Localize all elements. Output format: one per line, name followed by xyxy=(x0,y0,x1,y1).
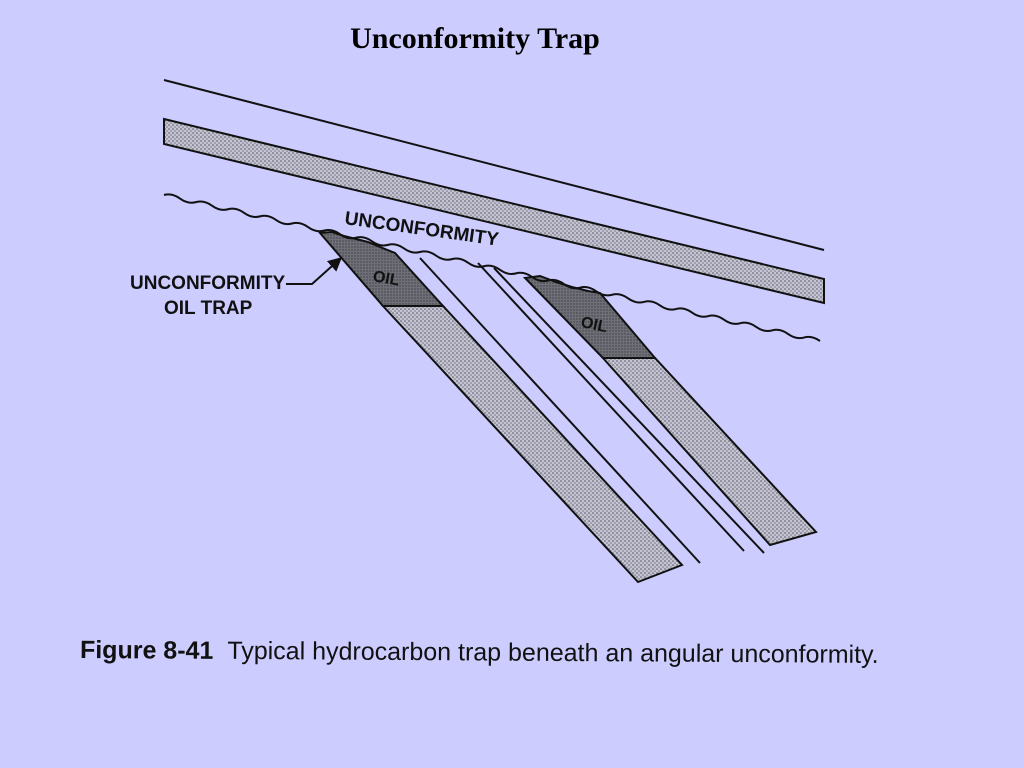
upper-bed-line xyxy=(163,79,825,251)
unconformity-surface xyxy=(163,193,821,342)
oil-label-left: OIL xyxy=(372,268,401,289)
trap-label-line1: UNCONFORMITY xyxy=(130,273,285,294)
bed-line-1 xyxy=(419,257,701,564)
trap-arrow xyxy=(286,257,343,285)
bed-line-2 xyxy=(477,262,745,552)
figure-number: Figure 8-41 xyxy=(79,636,214,665)
right-oil-accumulation xyxy=(522,274,658,359)
bed-line-3 xyxy=(493,267,765,554)
caption-text: Typical hydrocarbon trap beneath an angu… xyxy=(227,636,879,669)
slide-title: Unconformity Trap xyxy=(350,22,600,55)
figure-caption: Figure 8-41 Typical hydrocarbon trap bene… xyxy=(80,636,879,670)
oil-label-right: OIL xyxy=(579,314,609,336)
trap-label-line2: OIL TRAP xyxy=(164,298,253,319)
upper-sand-bed xyxy=(163,117,825,305)
